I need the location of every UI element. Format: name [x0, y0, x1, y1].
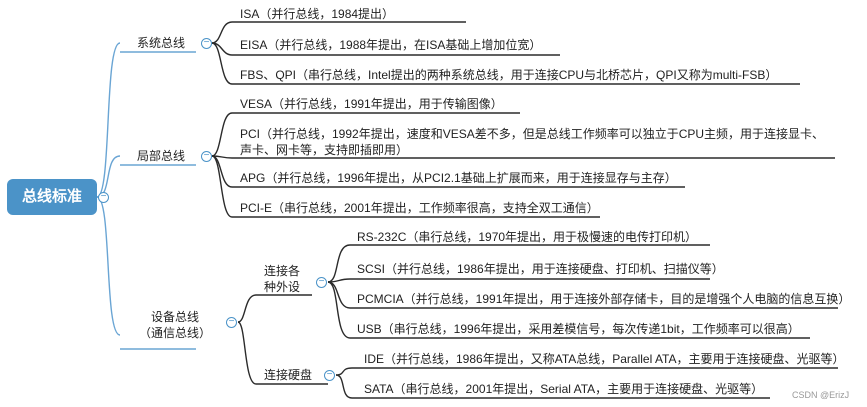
branch-local-bus-collapse-button[interactable]: − [201, 151, 212, 162]
branch-label-system-bus[interactable]: 系统总线 [137, 36, 186, 50]
leaf-pci[interactable]: PCI（并行总线，1992年提出，速度和VESA差不多，但是总线工作频率可以独立… [240, 127, 825, 157]
leaf-isa[interactable]: ISA（并行总线，1984提出） [240, 7, 395, 21]
subbranch-peripherals-text: 连接各 种外设 [264, 264, 301, 294]
leaf-sata[interactable]: SATA（串行总线，2001年提出，Serial ATA，主要用于连接硬盘、光驱… [364, 382, 764, 396]
csdn-watermark: CSDN @ErizJ [792, 390, 850, 400]
leaf-ide[interactable]: IDE（并行总线，1986年提出，又称ATA总线，Parallel ATA，主要… [364, 352, 845, 366]
subbranch-label-disk[interactable]: 连接硬盘 [264, 368, 313, 382]
branch-system-bus-collapse-button[interactable]: − [201, 38, 212, 49]
leaf-fbs-qpi[interactable]: FBS、QPI（串行总线，Intel提出的两种系统总线，用于连接CPU与北桥芯片… [240, 68, 778, 82]
leaf-apg[interactable]: APG（并行总线，1996年提出，从PCI2.1基础上扩展而来，用于连接显存与主… [240, 171, 677, 185]
branch-label-device-bus[interactable]: 设备总线 （通信总线） [139, 309, 211, 341]
branch-device-bus-collapse-button[interactable]: − [226, 317, 237, 328]
leaf-pci-e[interactable]: PCI-E（串行总线，2001年提出，工作频率很高，支持全双工通信） [240, 201, 599, 215]
leaf-scsi[interactable]: SCSI（并行总线，1986年提出，用于连接硬盘、打印机、扫描仪等） [357, 262, 724, 276]
leaf-vesa[interactable]: VESA（并行总线，1991年提出，用于传输图像） [240, 97, 503, 111]
branch-device-bus-text: 设备总线 （通信总线） [139, 310, 212, 340]
root-collapse-button[interactable]: − [98, 192, 109, 203]
subbranch-disk-collapse-button[interactable]: − [324, 370, 335, 381]
subbranch-label-peripherals[interactable]: 连接各 种外设 [264, 263, 300, 295]
root-node[interactable]: 总线标准 [7, 179, 97, 215]
leaf-usb[interactable]: USB（串行总线，1996年提出，采用差模信号，每次传递1bit，工作频率可以很… [357, 322, 800, 336]
subbranch-peripherals-collapse-button[interactable]: − [316, 277, 327, 288]
leaf-eisa[interactable]: EISA（并行总线，1988年提出，在ISA基础上增加位宽） [240, 38, 542, 52]
leaf-pcmcia[interactable]: PCMCIA（并行总线，1991年提出，用于连接外部存储卡，目的是增强个人电脑的… [357, 292, 851, 306]
leaf-rs232c[interactable]: RS-232C（串行总线，1970年提出，用于极慢速的电传打印机） [357, 230, 698, 244]
branch-label-local-bus[interactable]: 局部总线 [137, 149, 186, 163]
